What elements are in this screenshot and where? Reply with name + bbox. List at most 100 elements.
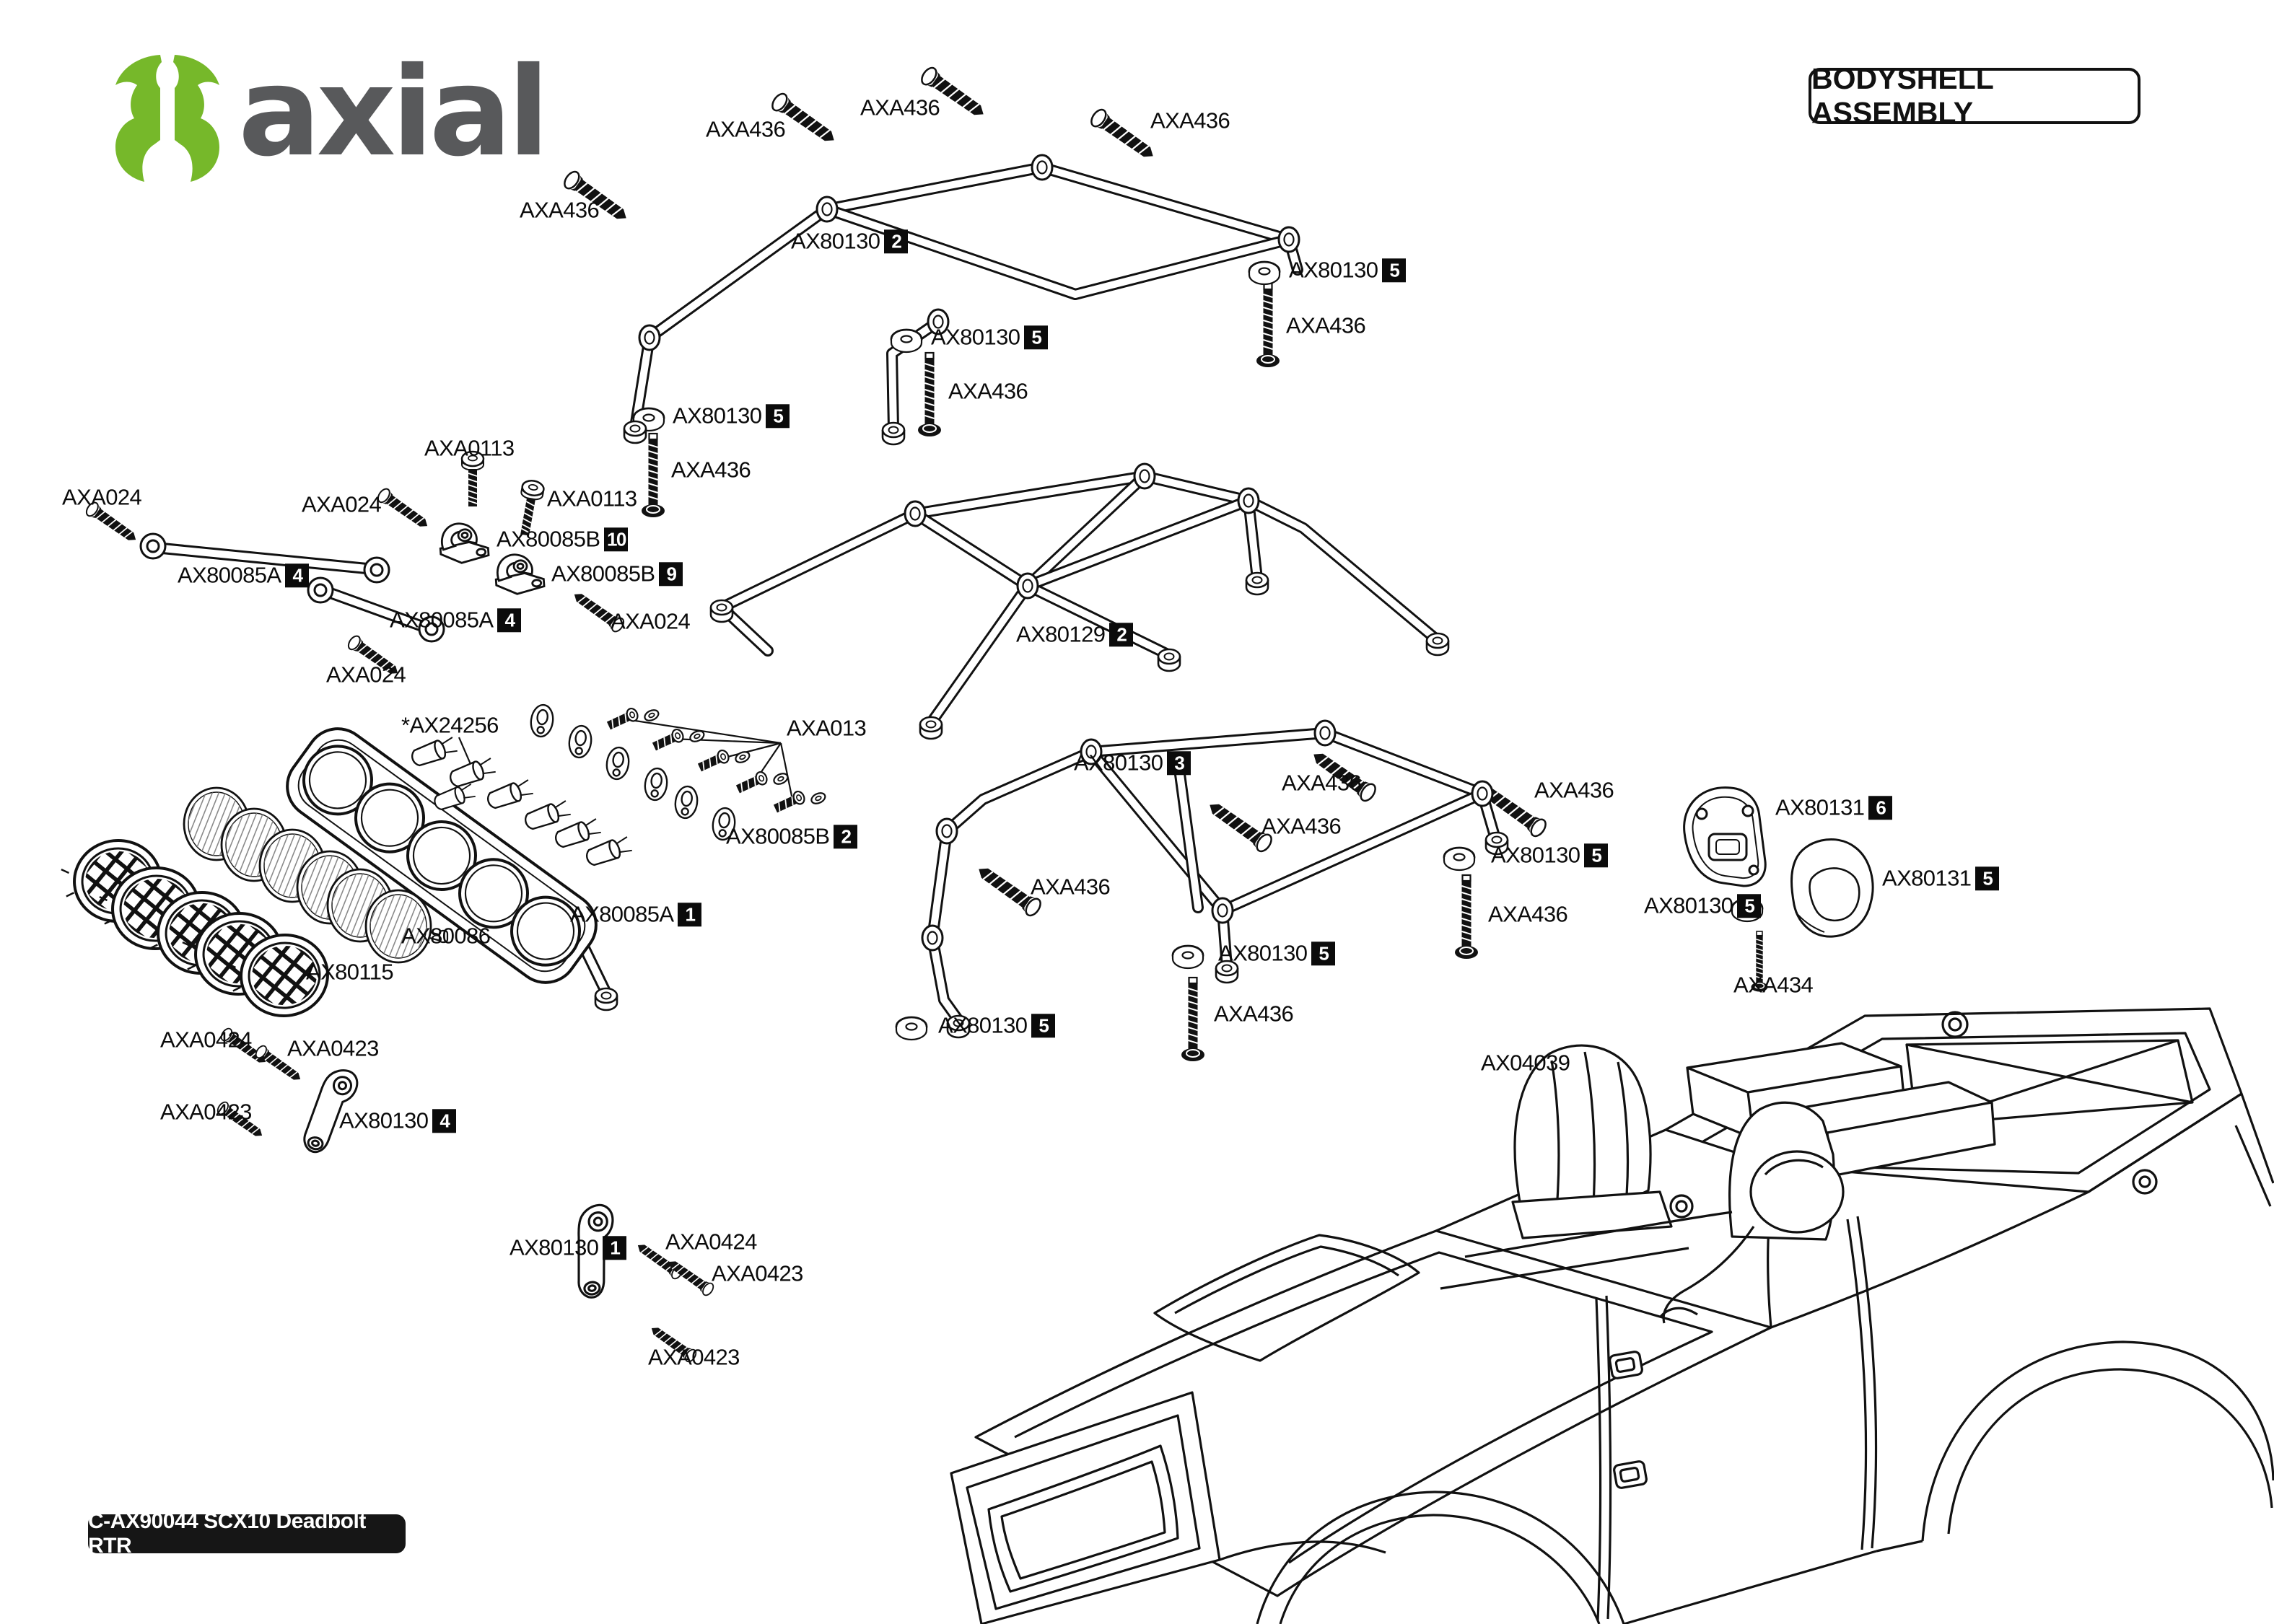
screwtop-part [460, 450, 485, 508]
screw-part [769, 90, 841, 149]
joint-part [638, 324, 661, 351]
joint-part [1277, 226, 1300, 253]
bulb-part [447, 755, 497, 791]
tube-core [631, 164, 1301, 431]
screw-part [375, 486, 433, 533]
washer-part [1248, 260, 1281, 286]
tube-core [888, 318, 942, 432]
washer-part [1443, 846, 1476, 872]
foot-part [709, 599, 734, 623]
axial-logo: axial [115, 41, 550, 185]
clampB-part [437, 520, 490, 566]
foot-part [623, 420, 647, 444]
tube-core [1088, 729, 1499, 842]
bulb-part [522, 798, 572, 833]
joint-part [1211, 897, 1234, 924]
top-cage-drawing [629, 162, 1303, 434]
screwtop-part [513, 478, 546, 538]
bulb-part [552, 816, 603, 851]
tube-core [929, 748, 1095, 1024]
foot-part [946, 1014, 971, 1039]
clip-part [642, 765, 670, 803]
tube-core [1176, 765, 1202, 911]
screwlong-part [1255, 282, 1281, 369]
bulb-part [408, 734, 459, 770]
foot-part [594, 987, 618, 1011]
washer-part [1171, 944, 1204, 970]
clampB-part [493, 551, 546, 597]
helmet [1790, 838, 1874, 938]
screwlong-part [1750, 931, 1769, 993]
joint-part [935, 817, 958, 845]
rear-cage-drawing [927, 727, 1501, 1026]
washer-part [895, 1016, 928, 1041]
screw-part [561, 168, 633, 227]
foot-part [1245, 571, 1269, 596]
boltS-part [696, 739, 752, 781]
driver-helmet-parts-drawing [1683, 786, 1874, 938]
foot-part [1425, 632, 1450, 657]
axial-emblem-icon [115, 55, 219, 185]
footer-part-number: C-AX90044 SCX10 Deadbolt RTR [88, 1509, 406, 1558]
washer-part [890, 328, 923, 354]
foot-part [919, 716, 943, 740]
joint-part [904, 500, 927, 527]
joint-part [921, 924, 944, 952]
mid-cage-drawing [716, 470, 1442, 729]
arm-part [567, 1202, 625, 1301]
joint-part [1237, 487, 1260, 514]
boltS-part [771, 781, 828, 822]
joint-part [1016, 572, 1039, 600]
clip-part [528, 702, 556, 739]
screwlong-part [1180, 976, 1206, 1063]
arm-part [300, 1063, 361, 1159]
screw-part [1088, 106, 1160, 165]
screw-part [633, 1239, 686, 1281]
tube-core [823, 206, 1293, 298]
leader-line [670, 737, 782, 745]
foot-part [881, 421, 906, 446]
light-bar-drawing [286, 727, 611, 996]
boltS-part [605, 698, 661, 739]
clip-part [672, 784, 701, 821]
helmet-back-plate [1683, 786, 1767, 887]
foot-part [1484, 831, 1509, 856]
screwlong-part [640, 432, 666, 519]
screw-part [253, 1043, 305, 1086]
screw-part [972, 860, 1044, 919]
screw-part [1203, 796, 1275, 855]
foot-part [1215, 960, 1239, 984]
tube-core [927, 582, 1031, 727]
leader-lines-layer [458, 718, 794, 800]
link-rods-drawing [139, 532, 445, 643]
clip-part [566, 723, 595, 760]
screw-part [345, 633, 403, 680]
tube-core [1024, 497, 1252, 589]
axial-wordmark: axial [238, 41, 546, 184]
screwlong-part [917, 351, 943, 438]
clip-part [709, 805, 738, 843]
joint-part [1080, 738, 1103, 765]
screwlong-part [1453, 874, 1479, 960]
joint-part [1133, 462, 1156, 490]
bulb-part [583, 834, 634, 869]
clip-part [603, 745, 632, 782]
boltS-part [650, 719, 707, 760]
joint-part [1471, 780, 1494, 807]
bulb-part [484, 777, 535, 812]
bodyshell-drawing [950, 1007, 2274, 1624]
screw-part [214, 1100, 267, 1142]
joint-part [1031, 154, 1054, 181]
screw-part [918, 64, 990, 123]
leader-line [625, 718, 782, 745]
foot-part [1157, 648, 1181, 672]
washer-part [1731, 897, 1764, 923]
joint-part [815, 196, 839, 223]
page-title: BODYSHELL ASSEMBLY [1809, 62, 2140, 129]
tube-core [718, 473, 1440, 643]
leader-line [779, 742, 794, 800]
boltS-part [734, 761, 790, 802]
screw-part [83, 499, 141, 547]
joint-part [927, 308, 950, 335]
